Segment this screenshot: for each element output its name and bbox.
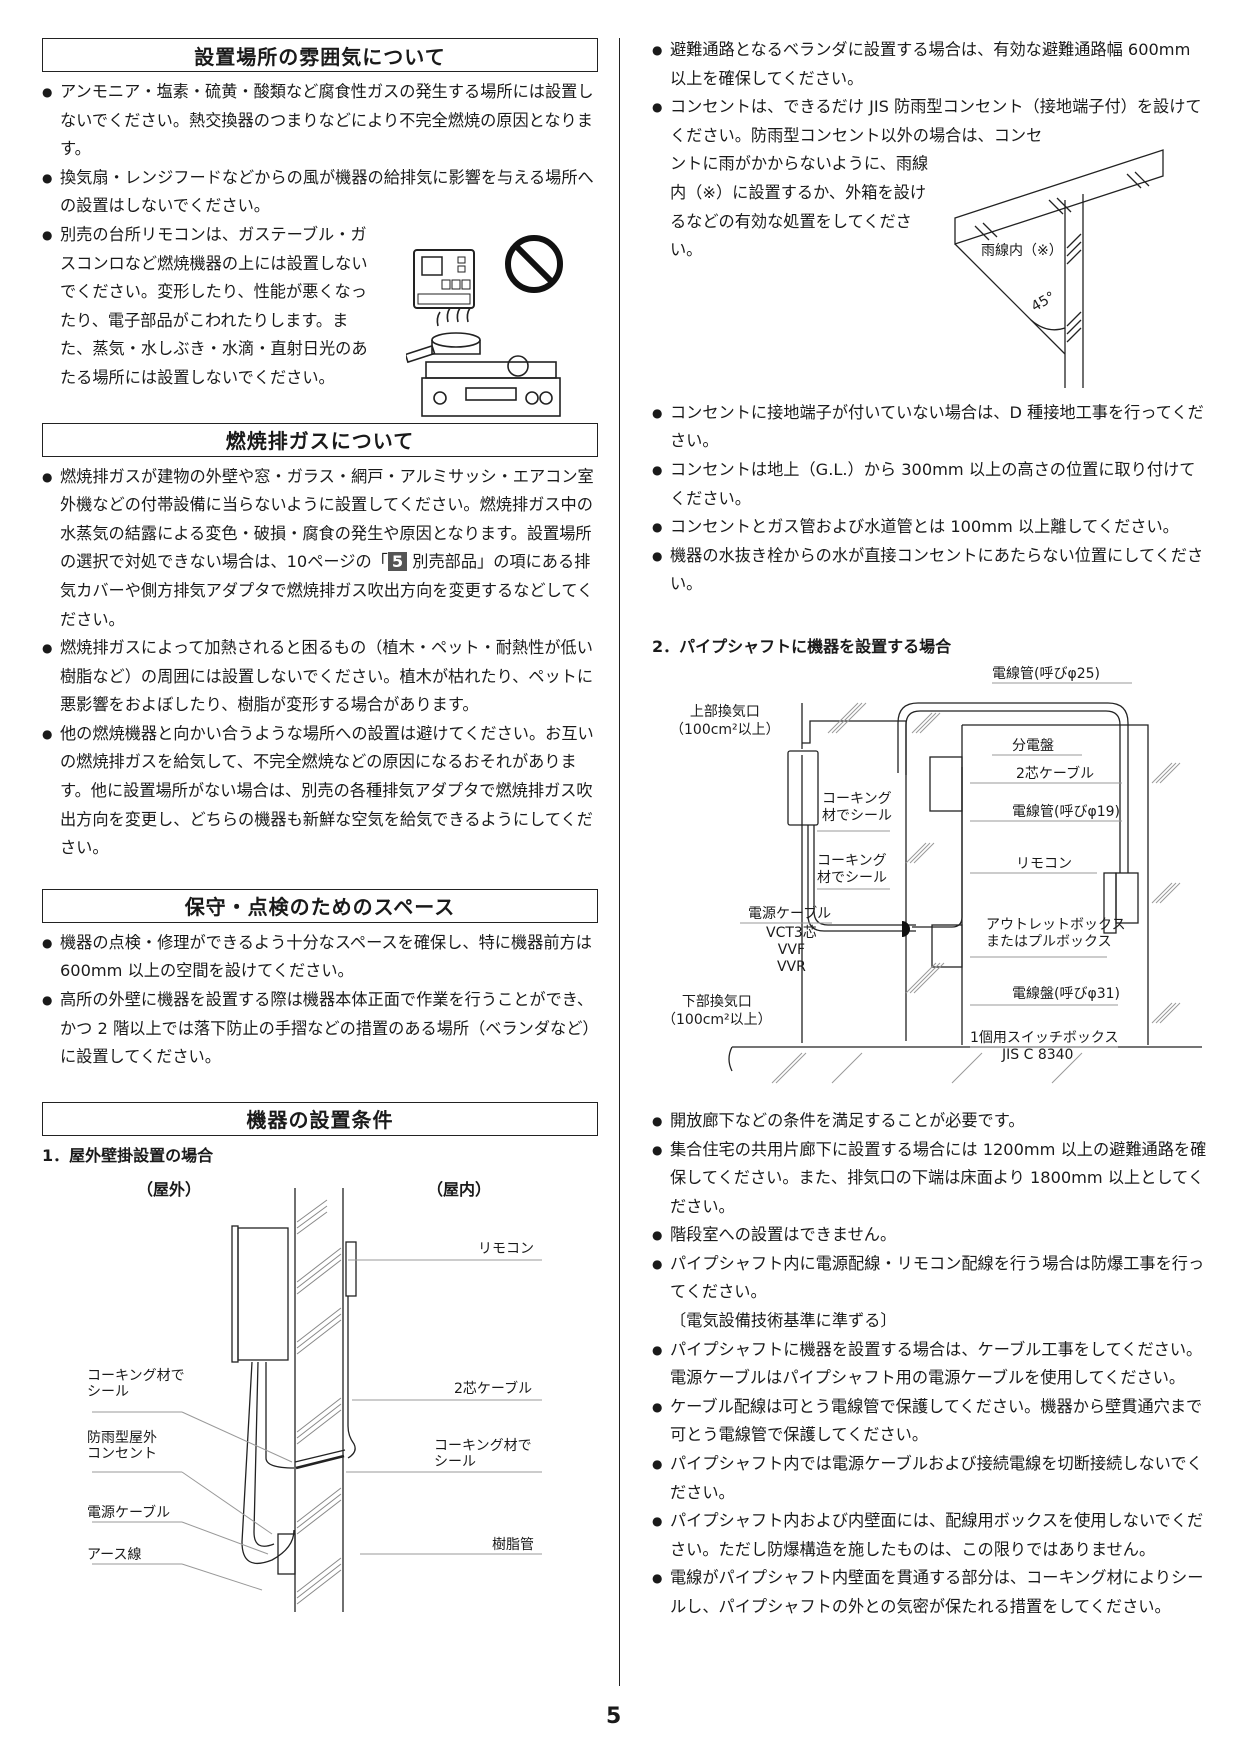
label-rain-line: 雨線内（※） [981,243,1063,259]
list-item: 高所の外壁に機器を設置する際は機器本体正面で作業を行うことができ、かつ 2 階以… [42,986,598,1072]
section-title-atmosphere: 設置場所の雰囲気について [42,38,598,72]
list-item: 避難通路となるベランダに設置する場合は、有効な避難通路幅 600mm 以上を確保… [652,36,1208,93]
list-item: コンセントに接地端子が付いていない場合は、D 種接地工事を行ってください。 [652,399,1208,456]
kitchen-remocon-prohibited-figure [406,224,576,424]
label-rainproof-outlet: 防雨型屋外コンセント [87,1429,157,1462]
label-upper-vent: 上部換気口（100cm²以上） [670,703,780,738]
label-conduit-25: 電線管(呼びφ25) [992,665,1100,682]
label-lower-vent: 下部換気口（100cm²以上） [662,993,772,1028]
list-item: 開放廊下などの条件を満足することが必要です。 [652,1107,1208,1136]
label-caulk-left: コーキング材でシール [87,1367,185,1400]
label-power-cable: 電源ケーブル [748,905,832,922]
outdoor-wall-figure: （屋外） （屋内） [42,1172,598,1652]
veranda-list: 避難通路となるベランダに設置する場合は、有効な避難通路幅 600mm 以上を確保… [652,36,1208,265]
list-item: パイプシャフト内に電源配線・リモコン配線を行う場合は防爆工事を行ってください。 [652,1250,1208,1307]
outdoor-label: （屋外） [137,1179,202,1199]
label-remocon: リモコン [1016,855,1072,872]
list-item: 集合住宅の共用片廊下に設置する場合には 1200mm 以上の避難通路を確保してく… [652,1136,1208,1222]
label-conduit-31: 電線盤(呼びφ31) [1012,985,1120,1002]
rain-line-figure: 雨線内（※） 45° [947,148,1177,388]
list-item: 機器の水抜き栓からの水が直接コンセントにあたらない位置にしてください。 [652,542,1208,599]
prohibited-icon [505,235,563,293]
list-item: コンセントとガス管および水道管とは 100mm 以上離してください。 [652,513,1208,542]
label-outlet-box: アウトレットボックスまたはプルボックス [986,916,1126,950]
label-2core-cable: 2芯ケーブル [1016,765,1095,782]
page-number: 5 [606,1704,622,1729]
label-caulk-upper: コーキング材でシール [822,790,892,824]
section-ref-badge: 5 [387,552,408,572]
list-item: 階段室への設置はできません。 [652,1221,1208,1250]
label-caulk-lower: コーキング材でシール [817,852,887,886]
label-switch-box: 1個用スイッチボックス [970,1029,1119,1046]
label-jis: JIS C 8340 [1002,1046,1074,1063]
label-conduit-19: 電線管(呼びφ19) [1012,803,1120,820]
maintenance-list: 機器の点検・修理ができるよう十分なスペースを確保し、特に機器前方は 600mm … [42,929,598,1072]
list-item: コンセントは地上（G.L.）から 300mm 以上の高さの位置に取り付けてくださ… [652,456,1208,513]
column-divider [619,38,620,1686]
gas-stove-icon [406,307,561,417]
section-title-install-conditions: 機器の設置条件 [42,1101,598,1136]
list-item: 燃焼排ガスが建物の外壁や窓・ガラス・網戸・アルミサッシ・エアコン室外機などの付帯… [42,463,598,635]
label-resin-pipe: 樹脂管 [492,1536,534,1553]
list-item: 別売の台所リモコンは、ガステーブル・ガスコンロなど燃焼機器の上には設置しないでく… [42,221,380,393]
list-item: ケーブル配線は可とう電線管で保護してください。機器から壁貫通穴まで可とう電線管で… [652,1393,1208,1450]
pipe-shaft-figure: 電線管(呼びφ25) 上部換気口（100cm²以上） 分電盤 コーキング材でシー… [652,663,1208,1093]
list-item: 換気扇・レンジフードなどからの風が機器の給排気に影響を与える場所への設置はしない… [42,164,598,221]
right-column: 避難通路となるベランダに設置する場合は、有効な避難通路幅 600mm 以上を確保… [652,36,1208,1622]
subheading-pipe-shaft: 2．パイプシャフトに機器を設置する場合 [652,636,952,656]
standard-note: 〔電気設備技術基準に準ずる〕 [670,1311,897,1331]
section-title-maintenance-space: 保守・点検のためのスペース [42,888,598,923]
atmosphere-list: アンモニア・塩素・硫黄・酸類など腐食性ガスの発生する場所には設置しないでください… [42,78,598,393]
label-distribution-panel: 分電盤 [1012,737,1054,754]
list-item: コンセントは、できるだけ JIS 防雨型コンセント（接地端子付）を設けてください… [652,93,1208,265]
list-item: 電線がパイプシャフト内壁面を貫通する部分は、コーキング材によりシールし、パイプシ… [652,1564,1208,1621]
label-power-cable: 電源ケーブル [87,1504,171,1521]
remocon-icon [413,249,475,309]
list-item: パイプシャフトに機器を設置する場合は、ケーブル工事をしてください。電源ケーブルは… [652,1336,1208,1393]
label-earth-wire: アース線 [87,1546,142,1563]
list-item: アンモニア・塩素・硫黄・酸類など腐食性ガスの発生する場所には設置しないでください… [42,78,598,164]
list-item: パイプシャフト内および内壁面には、配線用ボックスを使用しないでください。ただし防… [652,1507,1208,1564]
label-caulk-right: コーキング材でシール [434,1437,532,1470]
left-column: 設置場所の雰囲気について アンモニア・塩素・硫黄・酸類など腐食性ガスの発生する場… [42,38,598,1652]
list-item: 他の燃焼機器と向かい合うような場所への設置は避けてください。お互いの燃焼排ガスを… [42,720,598,863]
subheading-outdoor-wall: 1．屋外壁掛設置の場合 [42,1145,214,1165]
exhaust-gas-list: 燃焼排ガスが建物の外壁や窓・ガラス・網戸・アルミサッシ・エアコン室外機などの付帯… [42,463,598,863]
pipe-shaft-list: 開放廊下などの条件を満足することが必要です。 集合住宅の共用片廊下に設置する場合… [652,1107,1208,1307]
indoor-label: （屋内） [427,1179,492,1199]
label-remocon: リモコン [478,1240,534,1257]
list-item: 燃焼排ガスによって加熱されると困るもの（植木・ペット・耐熱性が低い樹脂など）の周… [42,634,598,720]
section-title-exhaust-gas: 燃焼排ガスについて [42,422,598,457]
pipe-shaft-list-2: パイプシャフトに機器を設置する場合は、ケーブル工事をしてください。電源ケーブルは… [652,1336,1208,1622]
outlet-list: コンセントに接地端子が付いていない場合は、D 種接地工事を行ってください。 コン… [652,399,1208,599]
list-item: パイプシャフト内では電源ケーブルおよび接続電線を切断接続しないでください。 [652,1450,1208,1507]
list-item: 機器の点検・修理ができるよう十分なスペースを確保し、特に機器前方は 600mm … [42,929,598,986]
label-2core-cable: 2芯ケーブル [454,1380,533,1397]
